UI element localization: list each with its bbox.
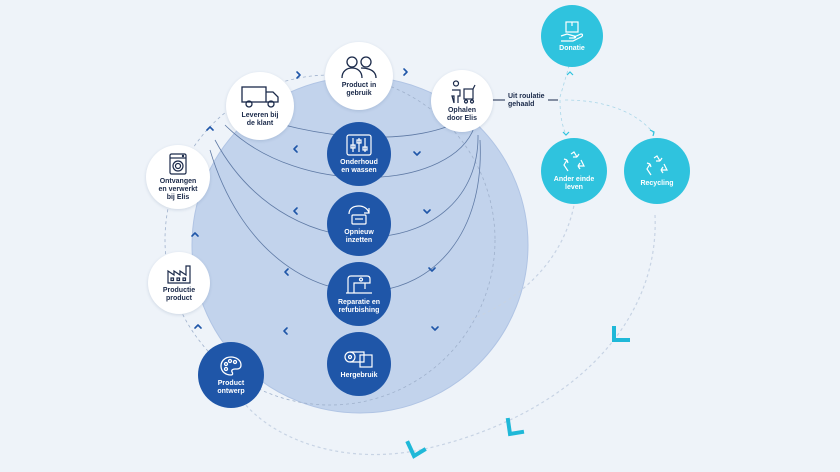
node-product-ontwerp[interactable]: Product ontwerp — [198, 342, 264, 408]
node-reparatie-refurbishing[interactable]: Reparatie en refurbishing — [327, 262, 391, 326]
node-label: Leveren bij de klant — [241, 111, 279, 127]
washing-machine-icon — [169, 152, 187, 175]
exit-connectors — [559, 61, 656, 136]
node-recycling[interactable]: Recycling — [624, 138, 690, 204]
people-icon — [341, 55, 377, 78]
sewing-machine-icon — [346, 274, 372, 294]
node-label: Product ontwerp — [217, 379, 245, 395]
node-hergebruik[interactable]: Hergebruik — [327, 332, 391, 396]
node-label: Reparatie en refurbishing — [337, 298, 381, 314]
donation-box-icon — [560, 20, 584, 42]
equalizer-icon — [346, 133, 372, 156]
exit-label: Uit roulatie gehaald — [508, 93, 545, 108]
return-chevrons — [405, 326, 630, 459]
redeploy-icon — [348, 204, 370, 225]
recycle-icon — [563, 150, 585, 171]
node-label: Ander einde leven — [553, 175, 595, 191]
node-label: Hergebruik — [340, 371, 378, 379]
factory-icon — [167, 264, 191, 284]
node-opnieuw-inzetten[interactable]: Opnieuw inzetten — [327, 192, 391, 256]
cycle-chevrons — [191, 68, 439, 335]
palette-icon — [220, 355, 242, 376]
node-label: Onderhoud en wassen — [340, 158, 378, 174]
truck-icon — [241, 85, 279, 108]
node-productie-product[interactable]: Productie product — [148, 252, 210, 314]
worker-cart-icon — [451, 79, 476, 104]
node-label: Donatie — [559, 44, 585, 52]
node-leveren-klant[interactable]: Leveren bij de klant — [226, 72, 294, 140]
node-label: Product in gebruik — [341, 81, 377, 97]
node-label: Productie product — [162, 286, 196, 302]
fabric-rolls-icon — [344, 350, 373, 368]
node-label: Opnieuw inzetten — [344, 228, 374, 244]
node-product-in-gebruik[interactable]: Product in gebruik — [325, 42, 393, 110]
node-ophalen-elis[interactable]: Ophalen door Elis — [431, 70, 493, 132]
node-onderhoud-wassen[interactable]: Onderhoud en wassen — [327, 122, 391, 186]
node-label: Ontvangen en verwerkt bij Elis — [158, 177, 198, 201]
recycle-icon — [646, 154, 668, 175]
node-ontvangen-verwerkt[interactable]: Ontvangen en verwerkt bij Elis — [146, 145, 210, 209]
node-label: Ophalen door Elis — [447, 106, 477, 122]
node-ander-einde-leven[interactable]: Ander einde leven — [541, 138, 607, 204]
node-donatie[interactable]: Donatie — [541, 5, 603, 67]
cycle-ring — [164, 74, 496, 406]
node-label: Recycling — [640, 179, 674, 187]
